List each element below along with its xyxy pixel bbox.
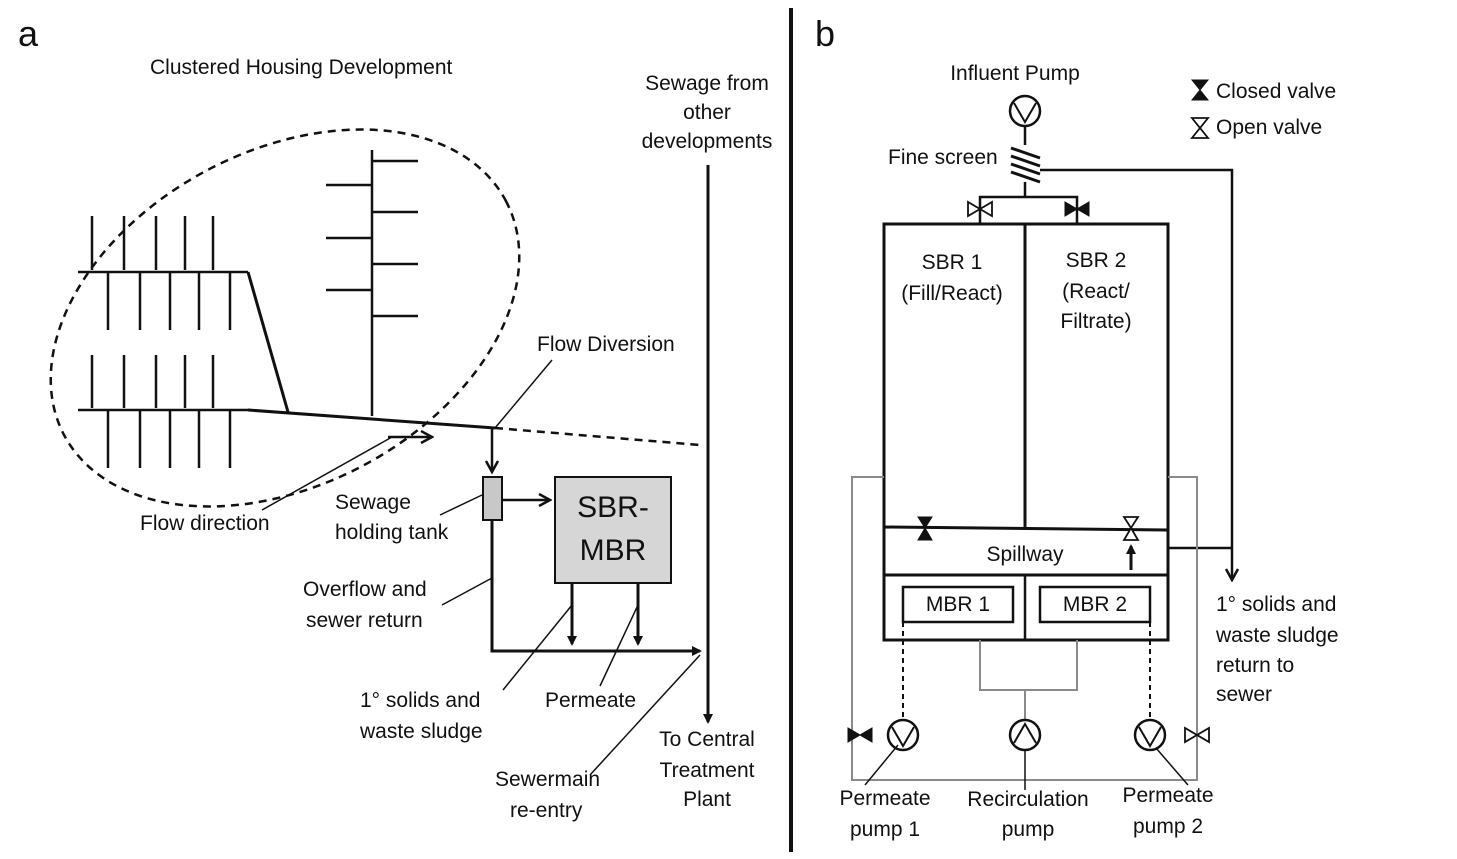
recirculation-label-1: Recirculation xyxy=(967,788,1088,811)
mbr2-label: MBR 2 xyxy=(1063,593,1127,616)
permeate-label: Permeate xyxy=(545,689,636,712)
overflow-leader xyxy=(441,577,493,606)
sewer-dashed-continuation xyxy=(494,426,701,447)
housing-boundary xyxy=(49,128,521,508)
panel-a-letter: a xyxy=(18,13,39,54)
connector-pipe xyxy=(246,271,290,413)
return-label-4: sewer xyxy=(1216,683,1272,706)
overflow-label-1: Overflow and xyxy=(303,578,427,601)
central-label-1: To Central xyxy=(659,728,755,751)
return-label-1: 1° solids and xyxy=(1216,593,1336,616)
mbr2-module xyxy=(1038,585,1152,624)
flow-direction-leader xyxy=(261,436,393,511)
flow-diversion-leader xyxy=(494,359,553,429)
house-connections-right xyxy=(326,150,418,416)
feed-split-pipe xyxy=(978,195,1079,224)
sewage-other-label-2: other xyxy=(683,101,731,124)
fine-screen-label: Fine screen xyxy=(888,146,998,169)
permeate-pump-1-label-1: Permeate xyxy=(839,787,930,810)
recirculation-branch xyxy=(979,640,1078,691)
spillway-label: Spillway xyxy=(986,543,1064,566)
sewermain-label-2: re-entry xyxy=(510,799,583,822)
permeate-pump-2-label-1: Permeate xyxy=(1122,784,1213,807)
sbr1-label-2: (Fill/React) xyxy=(901,282,1003,305)
return-label-2: waste sludge xyxy=(1215,624,1339,647)
recirculation-label-2: pump xyxy=(1002,818,1055,841)
sewage-other-label-3: developments xyxy=(642,130,773,153)
solids-label-1: 1° solids and xyxy=(360,689,480,712)
screenings-return-pipe xyxy=(1040,168,1232,580)
sbr-mbr-unit xyxy=(554,476,672,584)
flow-direction-label: Flow direction xyxy=(140,512,270,535)
permeate-pump-2-icon xyxy=(1133,718,1167,752)
panel-b-letter: b xyxy=(815,13,835,54)
mbr1-module xyxy=(901,585,1015,624)
sbr2-inlet-valve-closed-icon xyxy=(1064,201,1090,217)
permeate-pump-1-icon xyxy=(886,718,920,752)
house-connections-lower xyxy=(78,355,250,468)
holding-tank-label-2: holding tank xyxy=(335,521,449,544)
open-valve-label: Open valve xyxy=(1216,116,1322,139)
panel-a: a Clustered Housing Development xyxy=(18,13,773,822)
recirculation-pump-icon xyxy=(1008,718,1042,752)
solids-leader xyxy=(502,604,573,691)
sewermain-leader xyxy=(589,654,701,776)
overflow-label-2: sewer return xyxy=(306,609,423,632)
mbr1-label: MBR 1 xyxy=(926,593,990,616)
permeate-pump-2-label-2: pump 2 xyxy=(1133,815,1203,838)
solids-label-2: waste sludge xyxy=(359,720,483,743)
sbr2-label-2: (React/ xyxy=(1062,280,1130,303)
fine-screen-icon xyxy=(1010,146,1041,184)
permeate-pump-1-valve-closed-icon xyxy=(847,727,873,743)
holding-tank-leader xyxy=(439,494,483,516)
spillway-valve-closed-icon xyxy=(917,516,933,541)
permeate-pump-1-label-2: pump 1 xyxy=(850,818,920,841)
permeate-pump-2-valve-open-icon xyxy=(1184,726,1210,744)
central-label-2: Treatment xyxy=(660,759,755,782)
sbr-mbr-label-2: MBR xyxy=(580,534,647,567)
influent-pump-icon xyxy=(1008,94,1042,128)
permeate-leader xyxy=(599,604,639,687)
sewermain-label-1: Sewermain xyxy=(495,768,600,791)
closed-valve-icon xyxy=(1190,79,1210,101)
influent-pump-label: Influent Pump xyxy=(950,62,1080,85)
central-label-3: Plant xyxy=(683,788,731,811)
open-valve-icon xyxy=(1190,117,1210,139)
spillway-valve-open-icon xyxy=(1122,516,1140,541)
holding-tank-label-1: Sewage xyxy=(335,491,411,514)
sbr-mbr-label-1: SBR- xyxy=(577,491,649,524)
sewage-holding-tank xyxy=(482,476,503,521)
closed-valve-label: Closed valve xyxy=(1216,80,1336,103)
flow-diversion-label: Flow Diversion xyxy=(537,333,675,356)
spillway-top xyxy=(883,525,1169,532)
overflow-return-pipe xyxy=(490,520,702,656)
sbr2-label-1: SBR 2 xyxy=(1066,249,1127,272)
housing-label: Clustered Housing Development xyxy=(150,56,452,79)
sbr1-label-1: SBR 1 xyxy=(922,251,983,274)
sewage-other-label-1: Sewage from xyxy=(645,72,769,95)
sbr1-inlet-valve-open-icon xyxy=(967,200,993,218)
sbr2-label-3: Filtrate) xyxy=(1060,310,1131,333)
panel-b: b Influent Pump Closed valve Open valve … xyxy=(815,13,1339,841)
return-label-3: return to xyxy=(1216,654,1294,677)
collection-sewer xyxy=(247,408,496,430)
house-connections-upper xyxy=(78,216,248,330)
